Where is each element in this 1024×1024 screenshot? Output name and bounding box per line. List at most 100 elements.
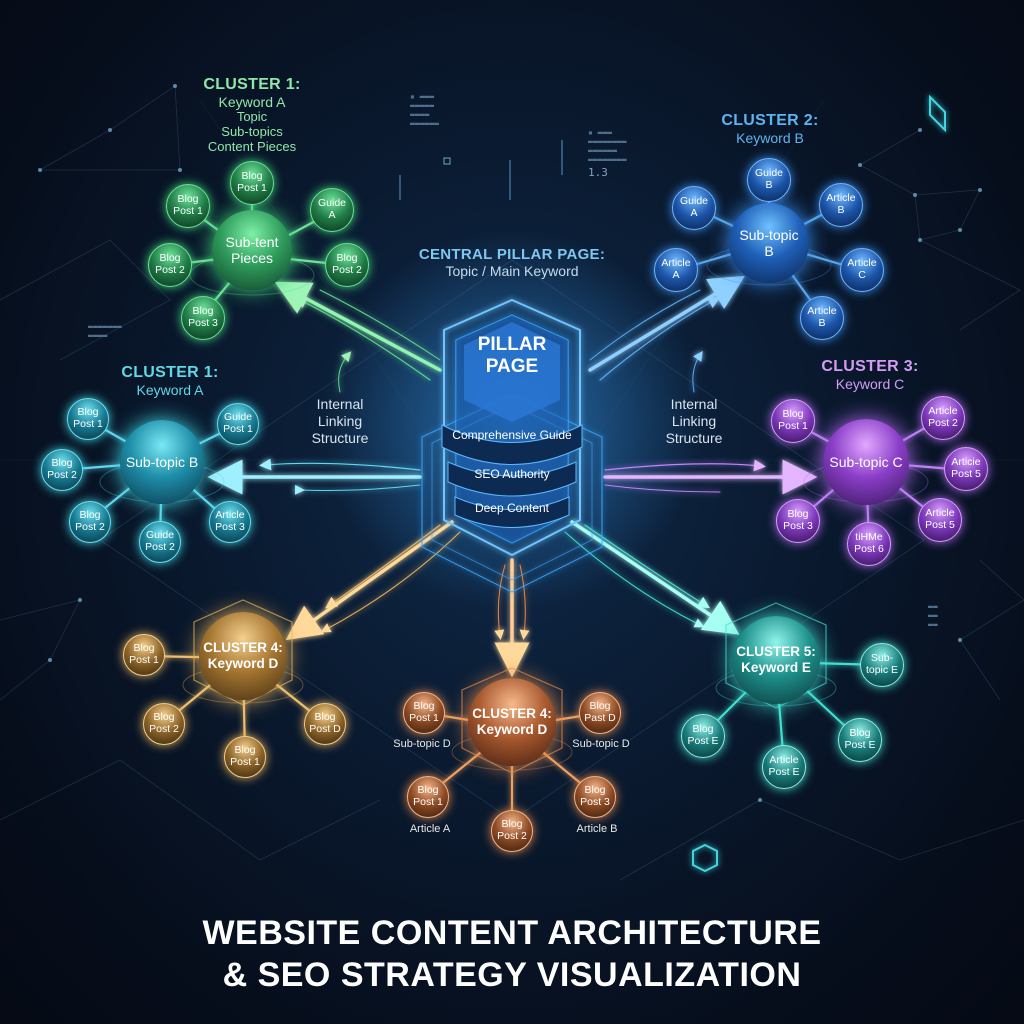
- cluster-4-center-hub[interactable]: CLUSTER 4:Keyword D: [468, 678, 556, 766]
- free-label: Article B: [576, 823, 618, 835]
- node-label-line-2: Post E: [687, 735, 719, 747]
- node-label-line-1: Blog: [417, 784, 439, 797]
- hub-label: Sub-topic C: [829, 453, 903, 470]
- cluster-keyword: Keyword B: [736, 130, 804, 147]
- node-label-line-2: Past D: [584, 712, 616, 724]
- node-label-line-2: Post 1: [413, 796, 443, 808]
- title-line-1: WEBSITE CONTENT ARCHITECTURE: [202, 914, 822, 952]
- node-label-line-1: Blog: [589, 700, 611, 713]
- node-label-line-1: Blog: [782, 408, 804, 421]
- pillar-heading-text: CENTRAL PILLAR PAGE:: [418, 246, 606, 263]
- node-label-line-2: Post 2: [149, 723, 179, 735]
- node-label-line-2: Post 2: [155, 264, 185, 276]
- node-label-line-1: Blog: [192, 305, 214, 318]
- node-label-line-2: Post 2: [47, 469, 77, 481]
- node-label-line-2: Post 3: [580, 796, 610, 808]
- cluster-heading: CLUSTER 3:: [821, 358, 919, 375]
- hub-label: CLUSTER 4:: [472, 706, 552, 722]
- cluster-5-hub[interactable]: CLUSTER 5:Keyword E: [732, 616, 820, 704]
- node-label-line-2: Post 2: [928, 417, 958, 429]
- deco-data-text: ▬▬▬▬▬▬: [928, 602, 938, 629]
- pillar-page-block[interactable]: PILLAR PAGE Comprehensive Guide SEO Auth…: [412, 292, 612, 562]
- node-label-line-1: Blog: [849, 727, 871, 740]
- linking-line: Internal: [316, 396, 364, 412]
- node-label-line-1: Articie: [951, 456, 981, 469]
- cluster-extra: Sub-topics: [221, 124, 283, 140]
- cluster-keyword: Keyword A: [136, 382, 204, 399]
- hub-label: CLUSTER 4:: [203, 640, 283, 656]
- cluster-1-left-hub[interactable]: Sub-topic B: [120, 420, 204, 504]
- node-label-line-2: Post 2: [145, 541, 175, 553]
- cluster-4-left-hub[interactable]: CLUSTER 4:Keyword D: [199, 612, 287, 700]
- node-label-line-1: Blog: [413, 700, 435, 713]
- band-comprehensive-guide: Comprehensive Guide: [452, 428, 572, 442]
- node-label-line-2: Post 1: [173, 205, 203, 217]
- node-label-line-1: Article: [807, 305, 837, 318]
- node-label-line-2: Post 3: [215, 521, 245, 533]
- node-label-line-1: Blog: [692, 723, 714, 736]
- cluster-3-title: CLUSTER 3: Keyword C: [790, 358, 950, 392]
- node-label-line-1: Blog: [787, 508, 809, 521]
- node-label-line-1: Blog: [153, 711, 175, 724]
- linking-line: Linking: [671, 412, 717, 429]
- node-label-line-2: B: [765, 179, 773, 191]
- pillar-title-line: PILLAR: [477, 334, 547, 355]
- node-label-line-1: tiHMe: [855, 531, 883, 544]
- node-label-line-2: Post 2: [497, 830, 527, 842]
- cluster-1-top-title: CLUSTER 1: Keyword A Topic Sub-topics Co…: [170, 76, 334, 155]
- hub-label: Sub-tent: [225, 233, 279, 250]
- pillar-title: PILLAR PAGE: [478, 334, 547, 378]
- band-deep-content: Deep Content: [474, 501, 550, 515]
- node-label-line-1: Guide: [679, 195, 709, 208]
- cluster-heading: CLUSTER 1:: [121, 364, 219, 381]
- free-label: Sub-topic D: [393, 738, 451, 750]
- node-label-line-1: Guide: [317, 197, 347, 210]
- content-node[interactable]: Sub-topic E: [860, 643, 904, 687]
- deco-data-text: ▪ ▬▬▬▬▬▬▬▬▬▬▬▬▬▬▬▬▬▬▬▬▬▬▬▬▬: [588, 128, 627, 164]
- node-label-line-1: Blog: [77, 406, 99, 419]
- cluster-3-hub[interactable]: Sub-topic C: [823, 419, 909, 505]
- node-label-line-1: Blog: [314, 711, 336, 724]
- node-label-line-2: Post 3: [783, 520, 813, 532]
- node-label-line-1: Guide: [754, 167, 784, 180]
- hub-label: Keyword E: [741, 660, 811, 675]
